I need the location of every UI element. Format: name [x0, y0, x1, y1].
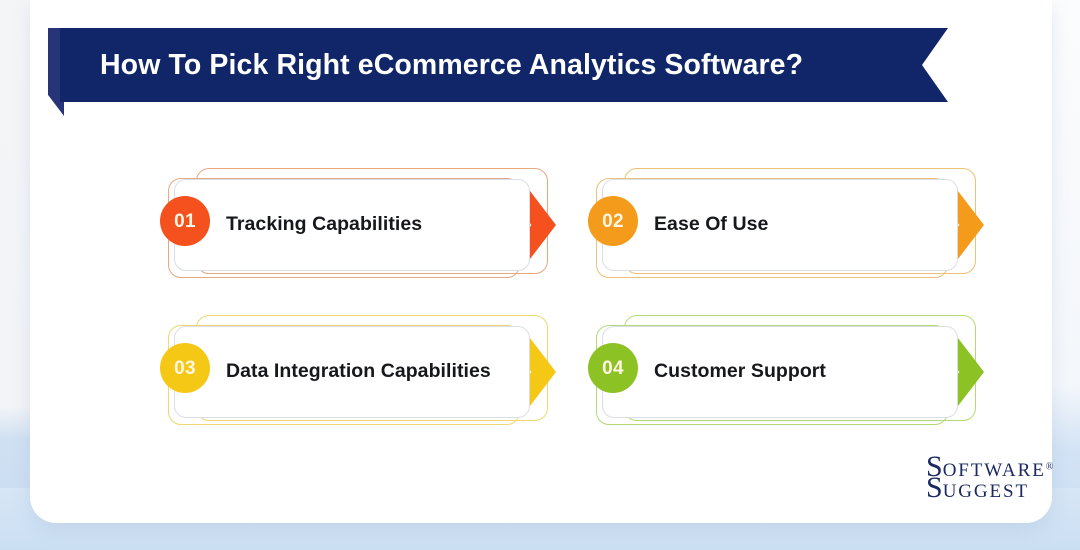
brand-logo-text-1: OFTWARE: [942, 460, 1046, 481]
page-title: How To Pick Right eCommerce Analytics So…: [100, 49, 804, 81]
card-plate: [602, 326, 958, 418]
card-plate: [174, 326, 530, 418]
brand-logo-cap-s-1: S: [926, 450, 943, 483]
ribbon-body: [60, 28, 948, 102]
card-number-badge: 03: [160, 343, 210, 393]
card-number-badge: 02: [588, 196, 638, 246]
brand-logo-cap-s-2: S: [926, 471, 943, 504]
brand-logo-line-2: SUGGEST: [926, 473, 1029, 507]
header-ribbon: How To Pick Right eCommerce Analytics So…: [48, 28, 948, 116]
brand-logo: SOFTWARE® SUGGEST: [926, 452, 1072, 506]
feature-card-04[interactable]: 04 Customer Support: [588, 315, 990, 435]
card-number-label: 01: [174, 210, 196, 232]
feature-card-02[interactable]: 02 Ease Of Use: [588, 168, 990, 288]
brand-logo-text-2: UGGEST: [942, 481, 1030, 502]
brand-logo-line-1: SOFTWARE®: [926, 452, 1053, 486]
card-number-badge: 01: [160, 196, 210, 246]
card-plate: [602, 179, 958, 271]
card-number-badge: 04: [588, 343, 638, 393]
card-number-label: 04: [602, 357, 624, 379]
feature-card-01[interactable]: 01 Tracking Capabilities: [160, 168, 562, 288]
content-card: How To Pick Right eCommerce Analytics So…: [30, 0, 1053, 523]
card-title-label: Customer Support: [654, 360, 826, 383]
registered-mark-icon: ®: [1045, 461, 1054, 473]
feature-card-03[interactable]: 03 Data Integration Capabilities: [160, 315, 562, 435]
card-number-label: 02: [602, 210, 624, 232]
card-title-label: Ease Of Use: [654, 213, 769, 236]
card-title-label: Data Integration Capabilities: [226, 360, 491, 383]
card-plate: [174, 179, 530, 271]
card-number-label: 03: [174, 357, 196, 379]
card-title-label: Tracking Capabilities: [226, 213, 423, 236]
backdrop-left-strip: [0, 0, 34, 550]
backdrop-right-strip: [1050, 0, 1080, 550]
cards-grid: 01 Tracking Capabilities 02 Ease Of Use …: [148, 160, 1008, 450]
